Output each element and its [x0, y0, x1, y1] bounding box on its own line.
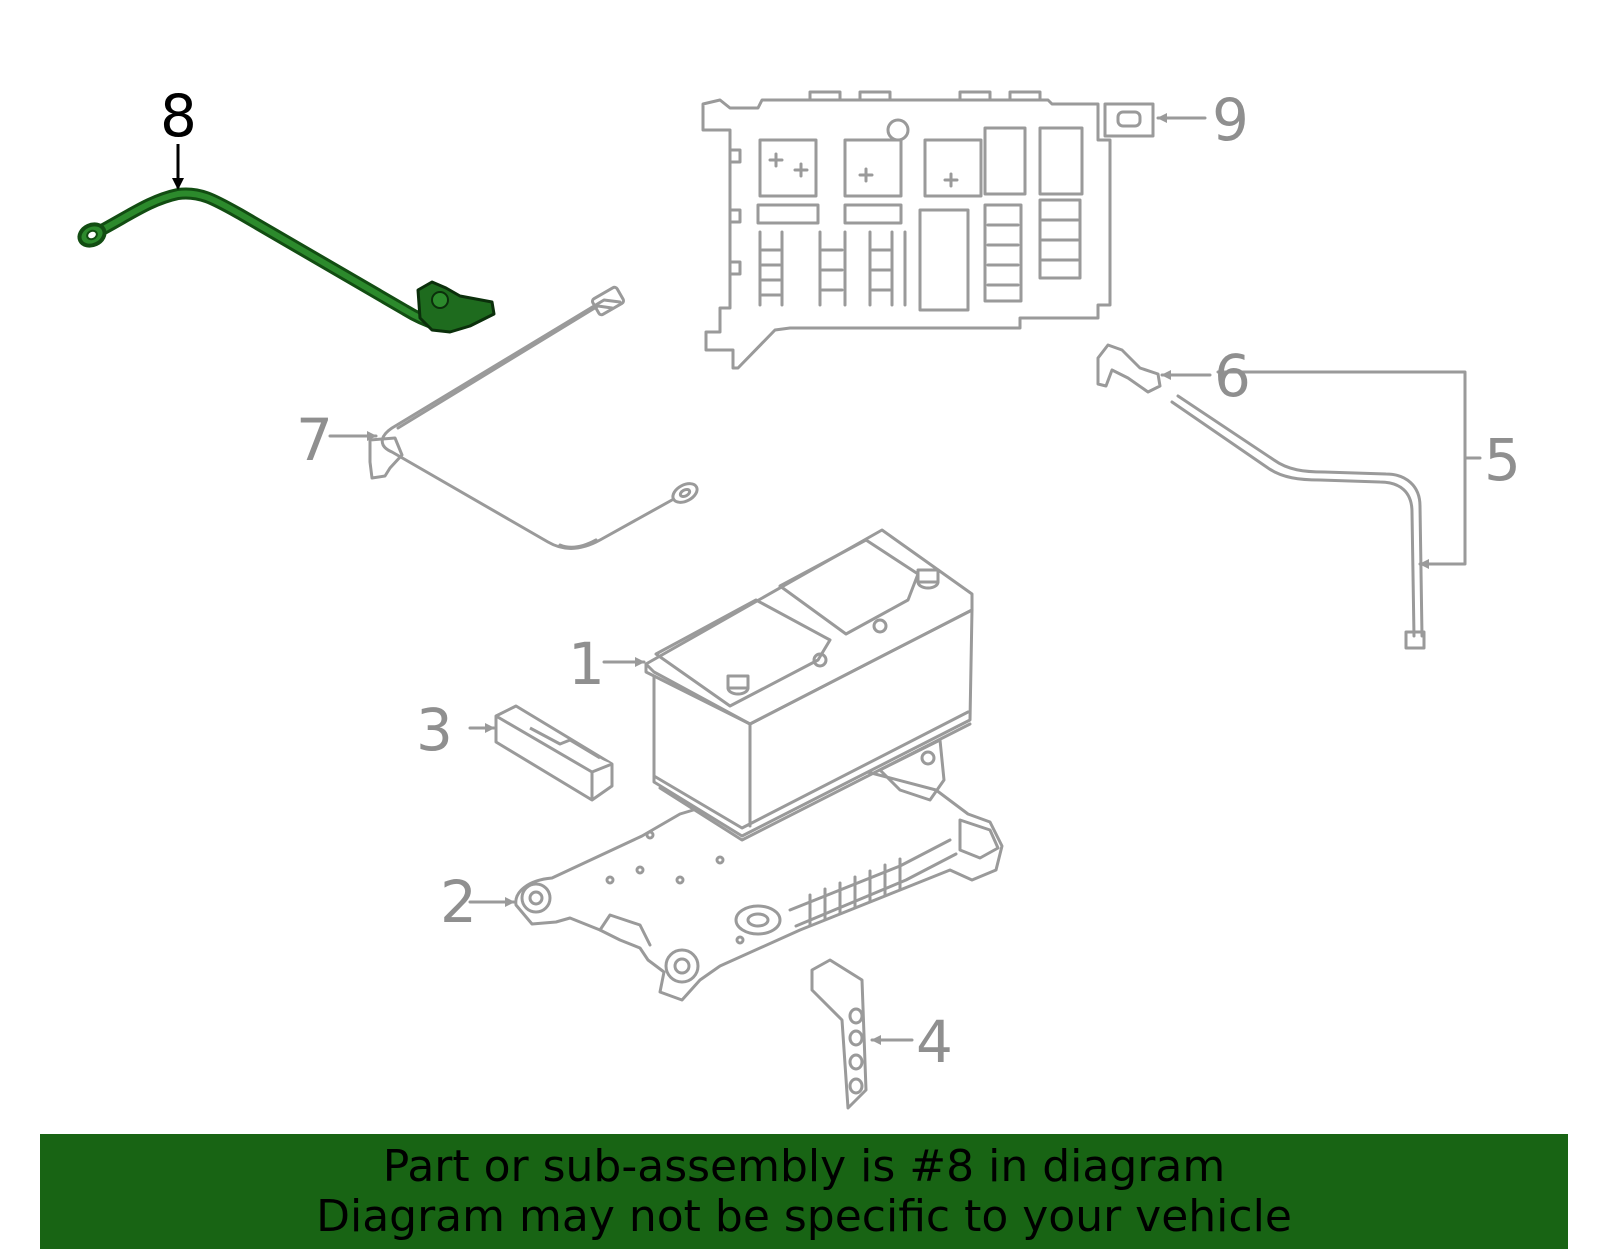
- part-2-battery-tray[interactable]: [514, 768, 1004, 1002]
- part-6-vent-elbow[interactable]: [1096, 343, 1162, 394]
- battery-clamp: [416, 280, 496, 334]
- part-7-ground-cable[interactable]: [368, 285, 700, 550]
- banner-line-1: Part or sub-assembly is #8 in diagram: [382, 1141, 1226, 1192]
- callout-6: 6: [1214, 342, 1251, 410]
- callout-2: 2: [440, 868, 477, 936]
- callout-7: 7: [296, 406, 333, 474]
- callout-8: 8: [160, 82, 197, 150]
- part-9-fuse-box[interactable]: [701, 90, 1155, 370]
- callout-3: 3: [416, 696, 453, 764]
- callout-5: 5: [1484, 426, 1521, 494]
- part-8-battery-cable[interactable]: [76, 187, 496, 334]
- banner-line-2: Diagram may not be specific to your vehi…: [316, 1191, 1292, 1242]
- callout-1: 1: [568, 630, 605, 698]
- bracket-5: [1216, 370, 1467, 566]
- part-4-bracket[interactable]: [810, 958, 868, 1110]
- callout-4: 4: [916, 1008, 953, 1076]
- part-3-hold-down[interactable]: [494, 704, 614, 802]
- part-1-battery[interactable]: [644, 528, 974, 842]
- info-banner: Part or sub-assembly is #8 in diagram Di…: [40, 1134, 1568, 1249]
- part-5-vent-hose[interactable]: [1170, 394, 1426, 650]
- callout-9: 9: [1212, 86, 1249, 154]
